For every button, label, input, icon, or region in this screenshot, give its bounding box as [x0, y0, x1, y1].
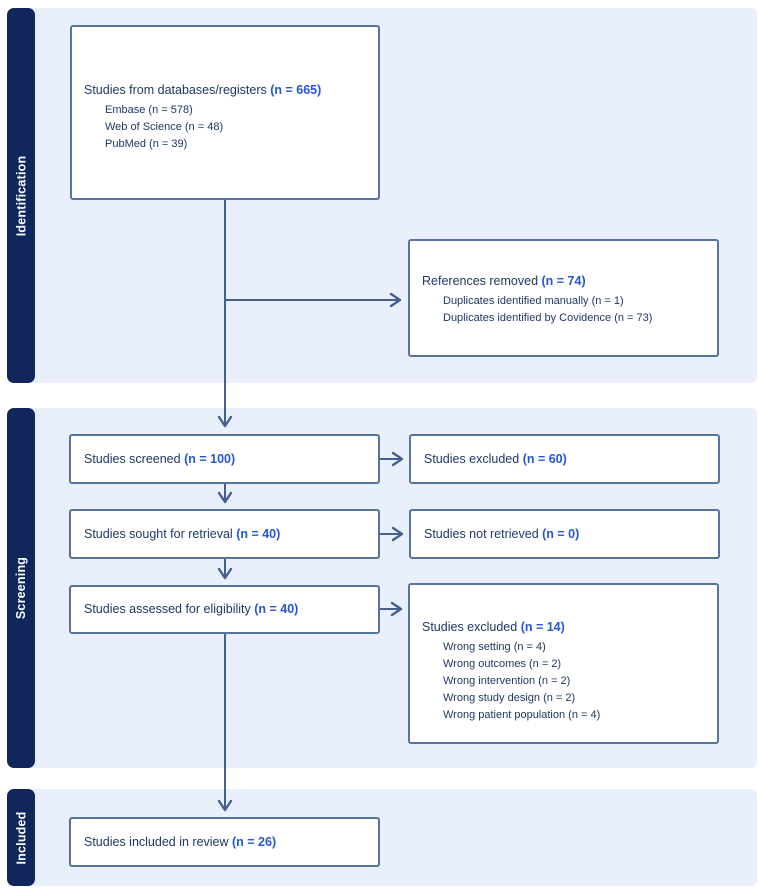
screening-sidebar-bar: Screening	[7, 408, 35, 768]
box-excluded-eligibility-count: (n = 14)	[520, 620, 565, 634]
box-assessed-title: Studies assessed for eligibility (n = 40…	[84, 601, 298, 618]
box-excluded-screened-title-text: Studies excluded	[424, 451, 520, 466]
list-item: PubMed (n = 39)	[105, 138, 188, 150]
box-not-retrieved-title: Studies not retrieved (n = 0)	[424, 526, 579, 543]
box-excluded-screened: Studies excluded (n = 60)	[409, 434, 720, 484]
list-item: Duplicates identified manually (n = 1)	[443, 295, 624, 307]
list-item: Duplicates identified by Covidence (n = …	[443, 312, 653, 324]
box-databases-count: (n = 665)	[270, 83, 322, 97]
list-item: Web of Science (n = 48)	[105, 121, 224, 133]
list-item: Wrong patient population (n = 4)	[443, 709, 601, 721]
box-excluded-eligibility: Studies excluded (n = 14) Wrong setting …	[408, 583, 719, 744]
box-excluded-eligibility-title: Studies excluded (n = 14)	[422, 619, 709, 636]
box-included-review-title: Studies included in review (n = 26)	[84, 834, 276, 851]
box-references-removed-items: Duplicates identified manually (n = 1) D…	[422, 293, 709, 327]
list-item: Wrong outcomes (n = 2)	[443, 658, 562, 670]
box-not-retrieved-title-text: Studies not retrieved	[424, 526, 539, 541]
box-assessed-count: (n = 40)	[254, 602, 299, 616]
box-included-review-count: (n = 26)	[232, 834, 277, 849]
box-references-removed-count: (n = 74)	[541, 274, 586, 288]
box-excluded-eligibility-title-text: Studies excluded	[422, 620, 518, 634]
box-databases: Studies from databases/registers (n = 66…	[70, 25, 380, 200]
box-screened-count: (n = 100)	[184, 451, 236, 466]
identification-sidebar-bar: Identification	[7, 8, 35, 383]
box-assessed: Studies assessed for eligibility (n = 40…	[69, 585, 380, 634]
box-references-removed: References removed (n = 74) Duplicates i…	[408, 239, 719, 357]
box-screened-title-text: Studies screened	[84, 451, 181, 466]
list-item: Wrong study design (n = 2)	[443, 692, 576, 704]
box-screened: Studies screened (n = 100)	[69, 434, 380, 484]
included-sidebar-bar: Included	[7, 789, 35, 886]
list-item: Embase (n = 578)	[105, 104, 193, 116]
box-databases-title: Studies from databases/registers (n = 66…	[84, 82, 370, 99]
box-included-review: Studies included in review (n = 26)	[69, 817, 380, 867]
box-excluded-eligibility-items: Wrong setting (n = 4) Wrong outcomes (n …	[422, 639, 709, 724]
list-item: Wrong intervention (n = 2)	[443, 675, 571, 687]
box-assessed-title-text: Studies assessed for eligibility	[84, 602, 251, 616]
box-screened-title: Studies screened (n = 100)	[84, 451, 235, 468]
box-included-review-title-text: Studies included in review	[84, 834, 229, 849]
box-sought-title-text: Studies sought for retrieval	[84, 526, 233, 541]
box-references-removed-title-text: References removed	[422, 274, 539, 288]
box-sought: Studies sought for retrieval (n = 40)	[69, 509, 380, 559]
box-not-retrieved: Studies not retrieved (n = 0)	[409, 509, 720, 559]
box-excluded-screened-title: Studies excluded (n = 60)	[424, 451, 567, 468]
box-sought-count: (n = 40)	[236, 526, 281, 541]
box-not-retrieved-count: (n = 0)	[542, 526, 580, 541]
box-references-removed-title: References removed (n = 74)	[422, 273, 709, 290]
box-sought-title: Studies sought for retrieval (n = 40)	[84, 526, 280, 543]
box-excluded-screened-count: (n = 60)	[522, 451, 567, 466]
box-databases-items: Embase (n = 578) Web of Science (n = 48)…	[84, 102, 370, 153]
box-databases-title-text: Studies from databases/registers	[84, 83, 267, 97]
list-item: Wrong setting (n = 4)	[443, 641, 546, 653]
